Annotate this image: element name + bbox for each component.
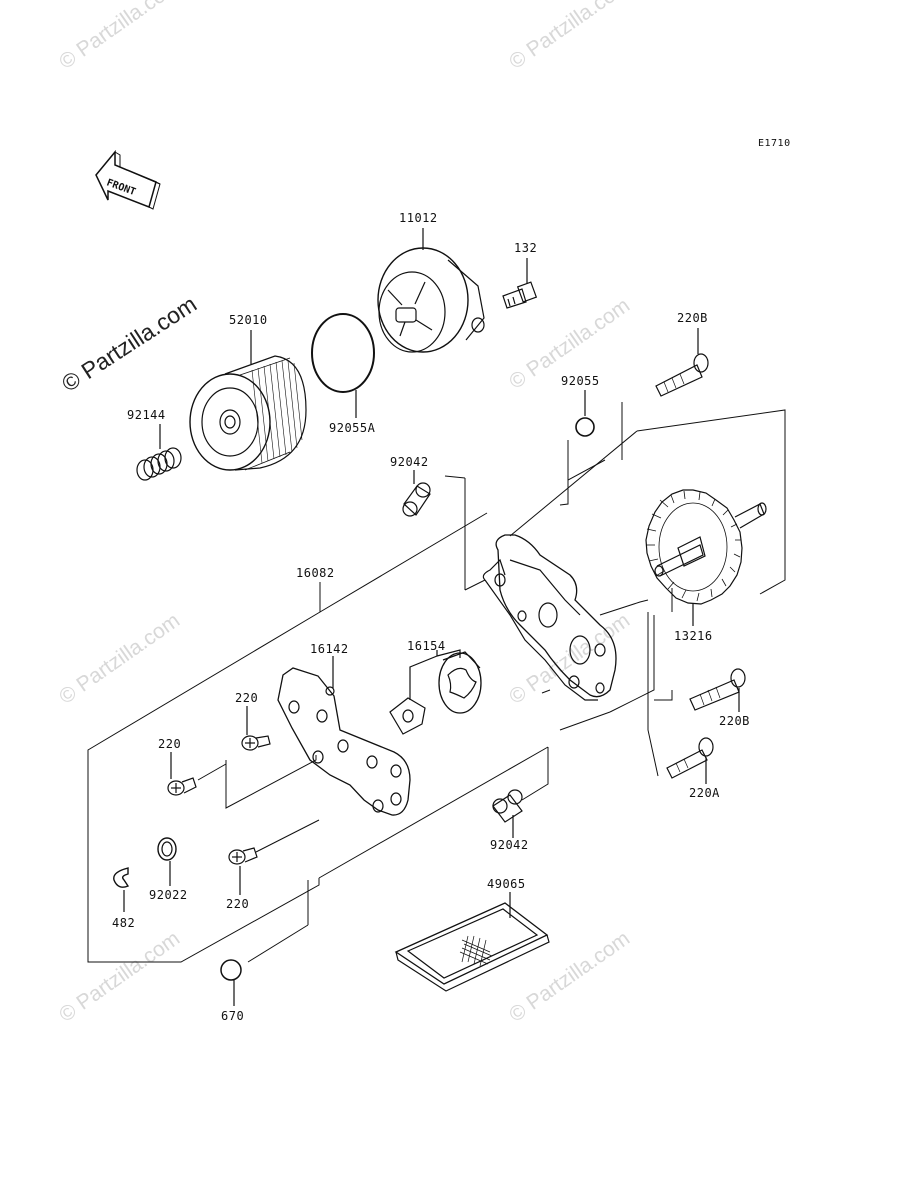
part-label-16082[interactable]: 16082: [296, 566, 335, 580]
part-label-92055[interactable]: 92055: [561, 374, 600, 388]
screw-220-icon: [241, 735, 271, 751]
part-label-16154[interactable]: 16154: [407, 639, 446, 653]
part-label-92055a[interactable]: 92055A: [329, 421, 376, 435]
oil-strainer-icon: [394, 902, 550, 992]
diagram-code: E1710: [758, 138, 791, 149]
bolt-220a-icon: [666, 737, 714, 779]
part-label-13216[interactable]: 13216: [674, 629, 713, 643]
oil-filter-cover-icon: [377, 247, 485, 353]
part-label-11012[interactable]: 11012: [399, 211, 438, 225]
part-label-482[interactable]: 482: [112, 916, 136, 930]
bolt-220b-icon: [689, 668, 746, 711]
part-label-52010[interactable]: 52010: [229, 313, 268, 327]
part-label-220[interactable]: 220: [226, 897, 250, 911]
part-label-220[interactable]: 220: [158, 737, 182, 751]
part-label-49065[interactable]: 49065: [487, 877, 526, 891]
bolt-132-icon: [502, 281, 538, 309]
assembly-lines: [87, 402, 786, 963]
part-label-132[interactable]: 132: [514, 241, 538, 255]
dowel-pin-icon: [402, 482, 431, 517]
washer-icon: [157, 837, 177, 861]
front-arrow-icon: [95, 149, 161, 210]
pump-cover-plate-icon: [277, 667, 411, 816]
dowel-pin-icon: [492, 789, 523, 823]
screw-220-icon: [167, 777, 197, 796]
screw-220-icon: [228, 847, 258, 865]
rotor-key-icon: [389, 697, 426, 735]
part-label-220[interactable]: 220: [235, 691, 259, 705]
part-label-220a[interactable]: 220A: [689, 786, 720, 800]
pump-rotor-icon: [438, 651, 482, 714]
o-ring-670-icon: [220, 959, 242, 981]
part-label-16142[interactable]: 16142: [310, 642, 349, 656]
part-label-220b-mid[interactable]: 220B: [719, 714, 750, 728]
part-label-220b-top[interactable]: 220B: [677, 311, 708, 325]
bolt-220b-icon: [655, 353, 709, 397]
circlip-icon: [113, 867, 130, 888]
o-ring-92055-icon: [575, 417, 595, 437]
spring-icon: [136, 447, 182, 481]
part-label-92022[interactable]: 92022: [149, 888, 188, 902]
oil-filter-icon: [189, 355, 307, 471]
part-label-92042-top[interactable]: 92042: [390, 455, 429, 469]
part-label-670[interactable]: 670: [221, 1009, 245, 1023]
o-ring-92055a-icon: [311, 313, 375, 393]
gear-shaft-icon: [645, 489, 767, 605]
part-label-92144[interactable]: 92144: [127, 408, 166, 422]
oil-pump-body-icon: [482, 534, 617, 701]
part-label-92042-bottom[interactable]: 92042: [490, 838, 529, 852]
